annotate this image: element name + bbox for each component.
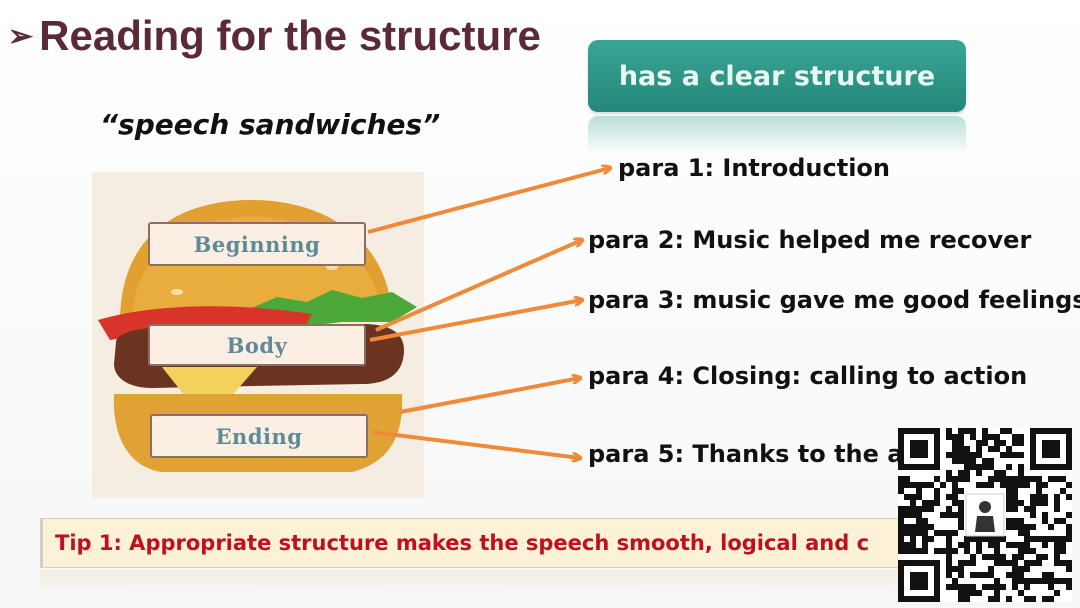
para-2: para 2: Music helped me recover bbox=[588, 226, 1032, 254]
para-3: para 3: music gave me good feelings bbox=[588, 286, 1080, 314]
para-5: para 5: Thanks to the a bbox=[588, 440, 904, 468]
avatar-body bbox=[975, 516, 995, 532]
bullet-arrow-icon: ➢ bbox=[8, 20, 34, 53]
tip-text: Tip 1: Appropriate structure makes the s… bbox=[55, 531, 870, 555]
qr-finder-icon bbox=[898, 560, 940, 602]
avatar-head bbox=[979, 501, 991, 513]
arrow-icon bbox=[399, 378, 580, 414]
ending-label: Ending bbox=[150, 414, 368, 458]
tip-box: Tip 1: Appropriate structure makes the s… bbox=[40, 518, 900, 568]
beginning-label: Beginning bbox=[148, 222, 366, 266]
para-1: para 1: Introduction bbox=[618, 154, 890, 182]
tip-reflection bbox=[40, 570, 900, 592]
qr-finder-icon bbox=[1030, 428, 1072, 470]
para-4: para 4: Closing: calling to action bbox=[588, 362, 1028, 390]
qr-code-pattern bbox=[898, 428, 1072, 602]
burger-illustration: Beginning Body Ending bbox=[92, 172, 424, 498]
title-text: Reading for the structure bbox=[39, 12, 541, 59]
qr-finder-icon bbox=[898, 428, 940, 470]
page-title: ➢Reading for the structure bbox=[8, 12, 541, 60]
qr-code-icon bbox=[898, 428, 1072, 602]
body-label: Body bbox=[148, 324, 366, 366]
banner-reflection bbox=[588, 116, 966, 154]
subtitle: “speech sandwiches” bbox=[100, 108, 441, 141]
structure-banner: has a clear structure bbox=[588, 40, 966, 112]
